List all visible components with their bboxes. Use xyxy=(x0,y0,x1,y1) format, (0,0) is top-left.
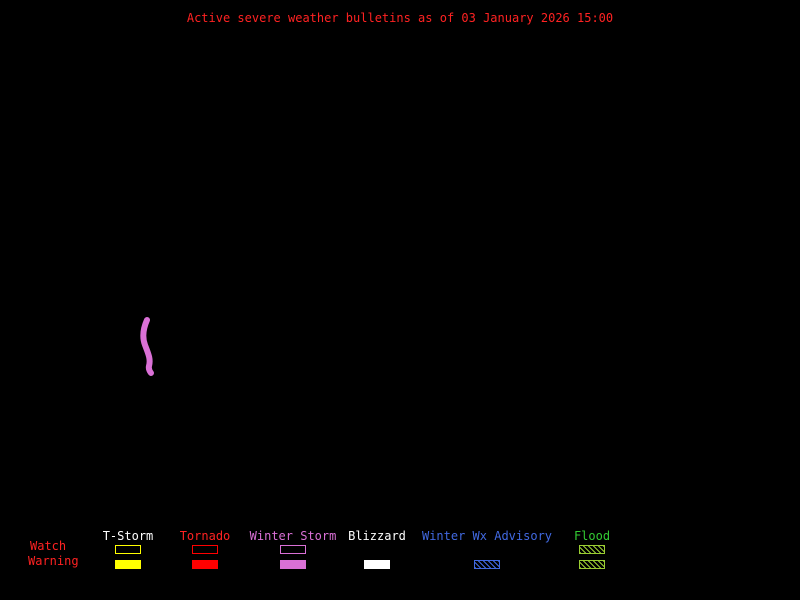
tstorm-watch-swatch xyxy=(115,545,141,554)
legend-label-flood: Flood xyxy=(573,529,611,543)
tornado-watch-swatch xyxy=(192,545,218,554)
legend-column-winter-wx-advisory: Winter Wx Advisory xyxy=(420,530,554,569)
legend-column-tornado: Tornado xyxy=(173,530,237,569)
winter-storm-watch-swatch xyxy=(280,545,306,554)
page-title: Active severe weather bulletins as of 03… xyxy=(186,11,614,25)
legend-watch-label: Watch xyxy=(30,539,67,553)
flood-watch-swatch xyxy=(579,545,605,554)
legend-label-tstorm: T-Storm xyxy=(102,529,154,543)
legend-column-winter-storm: Winter Storm xyxy=(245,530,341,569)
legend-label-winter-wx-advisory: Winter Wx Advisory xyxy=(421,529,553,543)
winter-wx-advisory-warning-swatch xyxy=(474,560,500,569)
legend-column-flood: Flood xyxy=(564,530,620,569)
winter-storm-warning-swatch xyxy=(280,560,306,569)
blizzard-warning-swatch xyxy=(364,560,390,569)
legend-label-blizzard: Blizzard xyxy=(348,529,406,543)
tstorm-warning-swatch xyxy=(115,560,141,569)
legend-warning-label: Warning xyxy=(28,554,79,568)
tornado-warning-swatch xyxy=(192,560,218,569)
warning-area-path xyxy=(140,317,154,376)
winter-storm-warning-area xyxy=(140,317,154,376)
legend-label-winter-storm: Winter Storm xyxy=(249,529,337,543)
legend-column-tstorm: T-Storm xyxy=(96,530,160,569)
legend-column-blizzard: Blizzard xyxy=(347,530,407,569)
flood-warning-swatch xyxy=(579,560,605,569)
legend-label-tornado: Tornado xyxy=(179,529,231,543)
